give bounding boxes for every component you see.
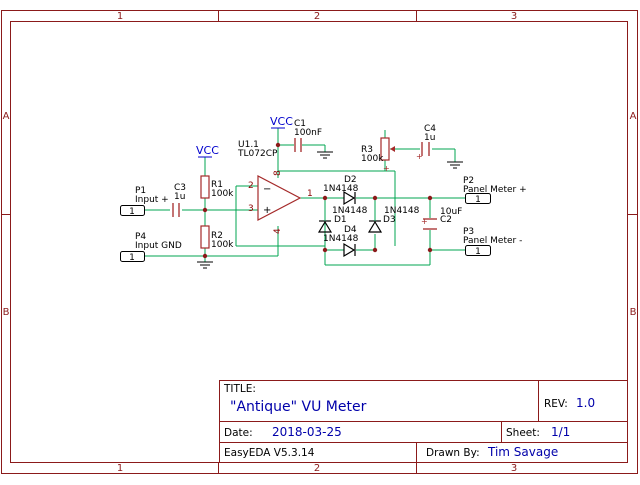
sheet-value: 1/1 (551, 425, 570, 439)
opamp-u1: − + 2 3 1 4 8 U1.1 TL072CP (237, 140, 313, 234)
frame-col-1-bottom: 1 (117, 463, 123, 474)
p1-pin: 1 (129, 207, 135, 217)
title-block (219, 380, 628, 463)
opamp-ref: U1.1 (238, 140, 259, 150)
vcc-bias-symbol: VCC (196, 144, 219, 158)
frame-row-b-right: B (630, 307, 637, 318)
frame-col-2-top: 2 (314, 11, 320, 22)
drawn-by-value: Tim Savage (487, 445, 558, 459)
p2-name: Panel Meter + (463, 185, 527, 195)
d1-value: 1N4148 (332, 206, 368, 216)
vcc-opamp-label: VCC (270, 115, 293, 128)
c2-ref: C2 (440, 215, 452, 225)
resistor-r1: R1 100k (200, 175, 234, 199)
diode-d3: D3 1N4148 (367, 206, 420, 233)
p3-name: Panel Meter - (463, 236, 522, 246)
resistor-r2: R2 100k (200, 225, 234, 250)
wires (145, 128, 465, 266)
frame-col-3-top: 3 (511, 11, 517, 22)
drawn-by-label: Drawn By: (426, 447, 480, 459)
connector-p3: 1 P3 Panel Meter - (463, 227, 522, 257)
title-label: TITLE: (223, 383, 256, 395)
d2-ref: D2 (344, 175, 357, 185)
connector-p4: 1 P4 Input GND (120, 232, 182, 263)
capacitor-c3 (172, 203, 180, 217)
capacitor-c2 (423, 218, 437, 230)
p3-ref: P3 (463, 227, 474, 237)
frame-col-3-bottom: 3 (511, 463, 517, 474)
potentiometer-r3: + R3 100k (361, 137, 395, 173)
opamp-pin-3: 3 (248, 204, 254, 214)
r1-value: 100k (211, 189, 234, 199)
drawing-title: "Antique" VU Meter (230, 399, 367, 415)
c2-value: 10uF (440, 207, 462, 217)
date-label: Date: (224, 427, 253, 439)
c3-ref: C3 (174, 183, 186, 193)
ground-icon (197, 261, 213, 269)
sheet-label: Sheet: (506, 427, 540, 439)
d2-value: 1N4148 (323, 184, 359, 194)
r3-ref: R3 (361, 145, 373, 155)
opamp-pin-2: 2 (248, 181, 254, 191)
p2-ref: P2 (463, 176, 474, 186)
frame-col-2-bottom: 2 (314, 463, 320, 474)
d4-ref: D4 (344, 225, 357, 235)
software-version: EasyEDA V5.3.14 (224, 447, 315, 459)
r1-ref: R1 (211, 180, 223, 190)
c4-polarity: + (416, 152, 423, 161)
p1-name: Input + (135, 195, 169, 205)
opamp-pin-1: 1 (307, 189, 313, 199)
frame-col-1-top: 1 (117, 11, 123, 22)
c4-value: 1u (424, 133, 435, 143)
r2-value: 100k (211, 240, 234, 250)
rev-value: 1.0 (576, 396, 595, 410)
vcc-opamp-symbol: VCC (270, 115, 293, 129)
frame-row-a-right: A (630, 111, 637, 122)
frame-row-a-left: A (3, 111, 10, 122)
c3-value: 1u (174, 192, 185, 202)
opamp-pin-4: 4 (273, 228, 283, 234)
opamp-value: TL072CP (237, 149, 278, 159)
connector-p2: 1 P2 Panel Meter + (463, 176, 527, 205)
connector-p1: 1 P1 Input + (120, 186, 169, 217)
r3-value: 100k (361, 154, 384, 164)
d4-value: 1N4148 (323, 234, 359, 244)
d1-ref: D1 (334, 215, 347, 225)
c1-ref: C1 (294, 119, 306, 129)
rev-label: REV: (544, 398, 568, 410)
diode-d2: D2 1N4148 (323, 175, 359, 206)
p2-pin: 1 (475, 195, 481, 205)
capacitor-c1 (294, 138, 302, 152)
d3-ref: D3 (383, 215, 396, 225)
r2-ref: R2 (211, 231, 223, 241)
c2-polarity: + (421, 217, 428, 226)
diode-d1: D1 1N4148 (317, 206, 368, 233)
date-value: 2018-03-25 (272, 425, 342, 439)
frame-row-b-left: B (3, 307, 10, 318)
d3-value: 1N4148 (384, 206, 420, 216)
opamp-minus-sign: − (263, 184, 271, 195)
opamp-plus-sign: + (263, 205, 271, 216)
p3-pin: 1 (475, 247, 481, 257)
opamp-pin-8: 8 (273, 170, 283, 176)
ground-icon (447, 161, 463, 169)
p4-name: Input GND (135, 241, 182, 251)
c1-value: 100nF (294, 128, 322, 138)
junctions (202, 142, 433, 259)
c4-ref: C4 (424, 124, 436, 134)
p4-ref: P4 (135, 232, 146, 242)
diode-d4: D4 1N4148 (323, 225, 359, 258)
p4-pin: 1 (129, 253, 135, 263)
p1-ref: P1 (135, 186, 146, 196)
ground-icon (317, 151, 333, 159)
capacitor-c4 (421, 142, 430, 156)
r3-wiper-mark: + (383, 164, 390, 173)
vcc-bias-label: VCC (196, 144, 219, 157)
